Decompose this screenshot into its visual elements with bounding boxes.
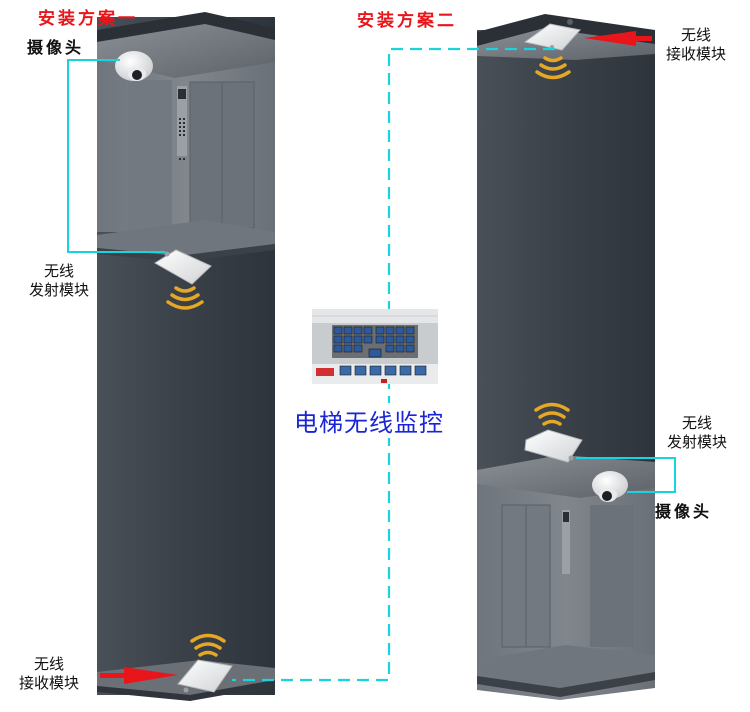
right-cabin-side-wall xyxy=(590,505,634,647)
left-control-panel xyxy=(177,86,187,156)
scheme-two-transmitter-label-line1: 无线 xyxy=(681,414,712,432)
scheme-two-transmitter-label-line2: 发射模块 xyxy=(666,433,727,451)
scheme-one-transmitter-label: 无线 发射模块 xyxy=(22,262,96,300)
scheme-two-receiver-label: 无线 接收模块 xyxy=(656,26,736,64)
scheme-one-title: 安装方案一 xyxy=(38,9,138,29)
monitoring-title: 电梯无线监控 xyxy=(292,403,446,438)
left-elevator-shaft xyxy=(97,12,275,701)
monitoring-room-image xyxy=(312,309,438,384)
scheme-one-transmitter-label-line2: 发射模块 xyxy=(28,281,89,299)
left-cabin-floor xyxy=(97,220,275,256)
right-camera-wire xyxy=(576,457,676,493)
right-receiver-signal-icon xyxy=(535,56,571,80)
scheme-two-camera-label: 摄像头 xyxy=(655,502,713,521)
left-shaft-top-cap xyxy=(97,12,275,42)
scheme-two-receiver-label-line2: 接收模块 xyxy=(665,45,726,63)
right-transmitter-signal-icon xyxy=(534,402,570,426)
left-camera-wire xyxy=(67,59,165,253)
scheme-one-receiver-label-line2: 接收模块 xyxy=(18,674,79,692)
scheme-one-receiver-label: 无线 接收模块 xyxy=(10,655,88,693)
left-cabin-left-wall xyxy=(128,80,172,230)
left-transmitter-signal-icon xyxy=(166,286,204,310)
left-receiver-arrow xyxy=(100,667,178,684)
right-control-panel xyxy=(562,510,570,574)
left-dome-camera xyxy=(115,51,153,81)
scheme-two-receiver-label-line1: 无线 xyxy=(680,26,711,44)
right-elevator-shaft xyxy=(477,14,655,700)
left-receiver-signal-icon xyxy=(190,633,226,657)
scheme-one-camera-label: 摄像头 xyxy=(27,38,85,57)
scheme-two-title: 安装方案二 xyxy=(357,11,457,31)
right-dome-camera xyxy=(592,471,628,502)
right-receiver-arrow xyxy=(584,31,652,46)
left-wireless-receiver xyxy=(177,659,233,693)
right-wireless-transmitter xyxy=(524,429,583,463)
left-wireless-transmitter xyxy=(154,249,212,285)
scheme-one-transmitter-label-line1: 无线 xyxy=(43,262,74,280)
right-wireless-receiver xyxy=(523,19,581,51)
right-cabin-floor xyxy=(477,645,655,688)
scheme-one-receiver-label-line1: 无线 xyxy=(33,655,64,673)
scheme-two-transmitter-label: 无线 发射模块 xyxy=(656,414,738,452)
right-shaft-body xyxy=(477,30,655,470)
